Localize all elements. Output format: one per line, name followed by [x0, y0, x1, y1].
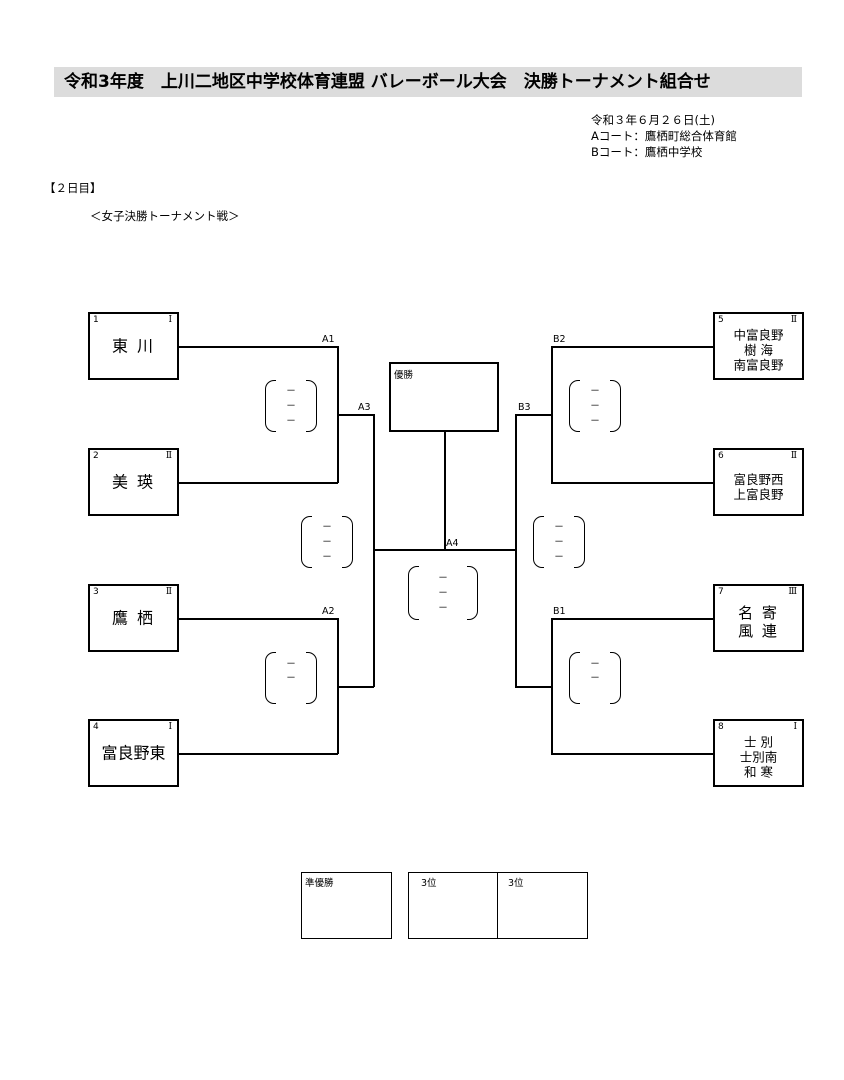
set-score: － — [554, 552, 564, 563]
team-name: 富良野東 — [101, 743, 166, 763]
runner-up-box: 準優勝 — [301, 872, 392, 939]
score-bracket-b2: － － － — [569, 378, 621, 434]
bracket-line — [515, 686, 552, 688]
champion-box: 優勝 — [389, 362, 499, 432]
team-rank: Ⅱ — [790, 315, 797, 325]
team-name: 鷹 栖 — [111, 608, 156, 628]
team-name: 士 別 士別南 和 寒 — [739, 734, 778, 780]
bracket-line — [551, 482, 713, 484]
bracket-line — [179, 346, 338, 348]
set-score: － — [286, 673, 296, 684]
match-label-a3: A3 — [358, 402, 371, 413]
team-box-2: 2 Ⅱ 美 瑛 — [88, 448, 179, 516]
court-a-venue: Aコート：鷹栖町総合体育館 — [591, 129, 737, 143]
set-score: － — [554, 537, 564, 548]
set-score: － — [590, 416, 600, 427]
bracket-line — [179, 753, 338, 755]
team-rank: Ⅰ — [168, 722, 172, 732]
set-score: － — [554, 522, 564, 533]
set-score: － — [286, 386, 296, 397]
team-box-6: 6 Ⅱ 富良野西 上富良野 — [713, 448, 804, 516]
team-rank: Ⅰ — [793, 722, 797, 732]
set-score: － — [322, 537, 332, 548]
third-place-label: 3位 — [421, 878, 437, 889]
team-box-1: 1 Ⅰ 東 川 — [88, 312, 179, 380]
set-score: － — [590, 659, 600, 670]
bracket-line — [337, 686, 374, 688]
team-box-5: 5 Ⅱ 中富良野 樹 海 南富良野 — [713, 312, 804, 380]
team-number: 8 — [718, 722, 724, 732]
third-place-box-2: 3位 — [497, 872, 588, 939]
team-name: 中富良野 樹 海 南富良野 — [733, 327, 784, 373]
score-bracket-a3: － － － — [301, 514, 353, 570]
match-label-a2: A2 — [322, 606, 335, 617]
match-label-a1: A1 — [322, 334, 335, 345]
bracket-line — [444, 431, 446, 550]
score-bracket-b3: － － － — [533, 514, 585, 570]
set-score: － — [590, 401, 600, 412]
team-number: 6 — [718, 451, 724, 461]
team-number: 3 — [93, 587, 99, 597]
match-label-b1: B1 — [553, 606, 566, 617]
bracket-line — [551, 618, 713, 620]
set-score: － — [286, 416, 296, 427]
section-title: ＜女子決勝トーナメント戦＞ — [90, 209, 240, 223]
team-box-4: 4 Ⅰ 富良野東 — [88, 719, 179, 787]
team-box-3: 3 Ⅱ 鷹 栖 — [88, 584, 179, 652]
bracket-line — [515, 414, 552, 416]
team-rank: Ⅱ — [165, 587, 172, 597]
score-bracket-a1: － － － — [265, 378, 317, 434]
set-score: － — [322, 552, 332, 563]
team-rank: Ⅲ — [788, 587, 797, 597]
bracket-line — [373, 414, 375, 687]
page-title: 令和3年度 上川二地区中学校体育連盟 バレーボール大会 決勝トーナメント組合せ — [54, 67, 802, 97]
set-score: － — [590, 386, 600, 397]
set-score: － — [322, 522, 332, 533]
team-number: 4 — [93, 722, 99, 732]
set-score: － — [438, 603, 448, 614]
third-place-box-1: 3位 — [408, 872, 499, 939]
bracket-line — [551, 346, 713, 348]
set-score: － — [590, 673, 600, 684]
score-bracket-b1: － － — [569, 650, 621, 706]
team-name: 東 川 — [111, 336, 156, 356]
team-box-7: 7 Ⅲ 名 寄 風 連 — [713, 584, 804, 652]
score-bracket-a4: － － － — [408, 564, 478, 622]
team-name: 名 寄 風 連 — [738, 604, 779, 641]
tournament-date: 令和３年６月２６日(土) — [591, 113, 715, 127]
set-score: － — [286, 659, 296, 670]
team-number: 2 — [93, 451, 99, 461]
team-name: 美 瑛 — [111, 472, 156, 492]
champion-label: 優勝 — [394, 370, 414, 381]
match-label-b2: B2 — [553, 334, 566, 345]
day-label: 【２日目】 — [44, 181, 102, 195]
court-b-venue: Bコート：鷹栖中学校 — [591, 145, 703, 159]
match-label-b3: B3 — [518, 402, 531, 413]
team-rank: Ⅰ — [168, 315, 172, 325]
third-place-label: 3位 — [508, 878, 524, 889]
team-rank: Ⅱ — [790, 451, 797, 461]
match-label-a4: A4 — [446, 538, 459, 549]
bracket-line — [337, 414, 374, 416]
bracket-line — [179, 482, 338, 484]
bracket-line — [179, 618, 338, 620]
team-box-8: 8 Ⅰ 士 別 士別南 和 寒 — [713, 719, 804, 787]
bracket-line — [515, 414, 517, 687]
team-number: 1 — [93, 315, 99, 325]
team-rank: Ⅱ — [165, 451, 172, 461]
score-bracket-a2: － － — [265, 650, 317, 706]
set-score: － — [438, 573, 448, 584]
team-number: 7 — [718, 587, 724, 597]
runner-up-label: 準優勝 — [305, 878, 334, 889]
set-score: － — [438, 588, 448, 599]
team-name: 富良野西 上富良野 — [733, 472, 784, 503]
team-number: 5 — [718, 315, 724, 325]
set-score: － — [286, 401, 296, 412]
bracket-line — [551, 753, 713, 755]
